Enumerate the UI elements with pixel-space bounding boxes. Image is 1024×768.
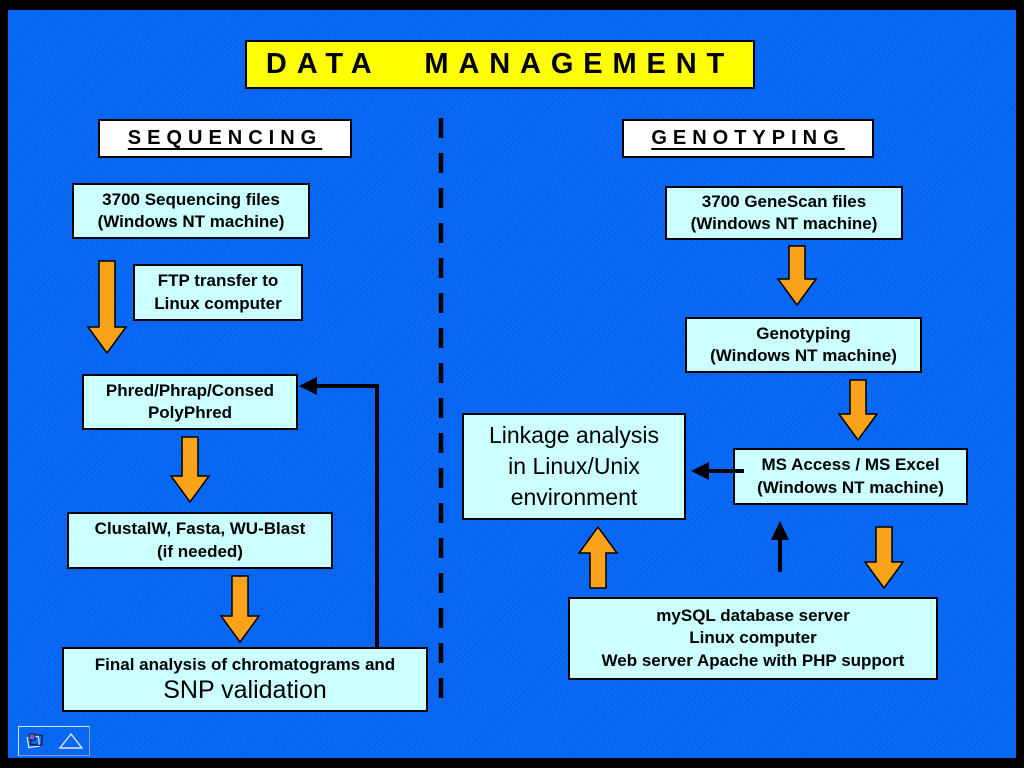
box-text: (Windows NT machine)	[710, 346, 897, 365]
box-text: 3700 GeneScan files	[701, 191, 867, 211]
box-final-analysis: Final analysis of chromatograms and SNP …	[62, 647, 428, 712]
popup-menu-icon[interactable]	[25, 731, 47, 751]
box-linkage-analysis: Linkage analysis in Linux/Unix environme…	[462, 413, 686, 520]
box-text: SNP validation	[163, 676, 327, 705]
box-sequencing-files: 3700 Sequencing files (Windows NT machin…	[72, 183, 310, 239]
box-ftp-transfer: FTP transfer to Linux computer	[133, 264, 303, 321]
box-msaccess-excel: MS Access / MS Excel (Windows NT machine…	[733, 448, 968, 505]
box-text: (Windows NT machine)	[690, 214, 878, 233]
box-genotyping: Genotyping (Windows NT machine)	[685, 317, 922, 373]
box-mysql-server: mySQL database server Linux computer Web…	[568, 597, 938, 680]
box-genescan-files: 3700 GeneScan files (Windows NT machine)	[665, 186, 903, 240]
box-text: Final analysis of chromatograms and	[94, 655, 396, 675]
sequencing-header-text: SEQUENCING	[127, 127, 323, 149]
box-clustalw: ClustalW, Fasta, WU-Blast (if needed)	[67, 512, 333, 569]
box-text: Phred/Phrap/Consed	[105, 380, 275, 400]
box-text: Linux computer	[689, 628, 817, 648]
slide-title: DATA MANAGEMENT	[245, 40, 755, 89]
box-text: Linkage analysis	[488, 421, 660, 448]
box-text: mySQL database server	[656, 606, 850, 626]
box-text: (Windows NT machine)	[757, 477, 944, 497]
box-text: FTP transfer to	[157, 271, 279, 291]
box-text: Genotyping	[756, 323, 851, 343]
box-text: 3700 Sequencing files	[102, 189, 280, 209]
box-text: in Linux/Unix	[508, 452, 640, 479]
box-text: ClustalW, Fasta, WU-Blast	[94, 519, 306, 539]
sequencing-header: SEQUENCING	[98, 119, 352, 158]
box-text: environment	[510, 484, 638, 511]
box-phred-phrap: Phred/Phrap/Consed PolyPhred	[82, 374, 298, 430]
box-text: (if needed)	[157, 541, 243, 561]
box-text: (Windows NT machine)	[97, 212, 285, 231]
box-text: Linux computer	[154, 293, 282, 313]
genotyping-header-text: GENOTYPING	[651, 127, 845, 149]
advance-slide-icon[interactable]	[58, 731, 84, 751]
slide-title-text: DATA MANAGEMENT	[265, 48, 735, 80]
genotyping-header: GENOTYPING	[622, 119, 874, 158]
box-text: MS Access / MS Excel	[761, 455, 940, 475]
box-text: PolyPhred	[147, 403, 233, 422]
box-text: Web server Apache with PHP support	[601, 650, 905, 670]
slideshow-controls	[18, 726, 90, 756]
